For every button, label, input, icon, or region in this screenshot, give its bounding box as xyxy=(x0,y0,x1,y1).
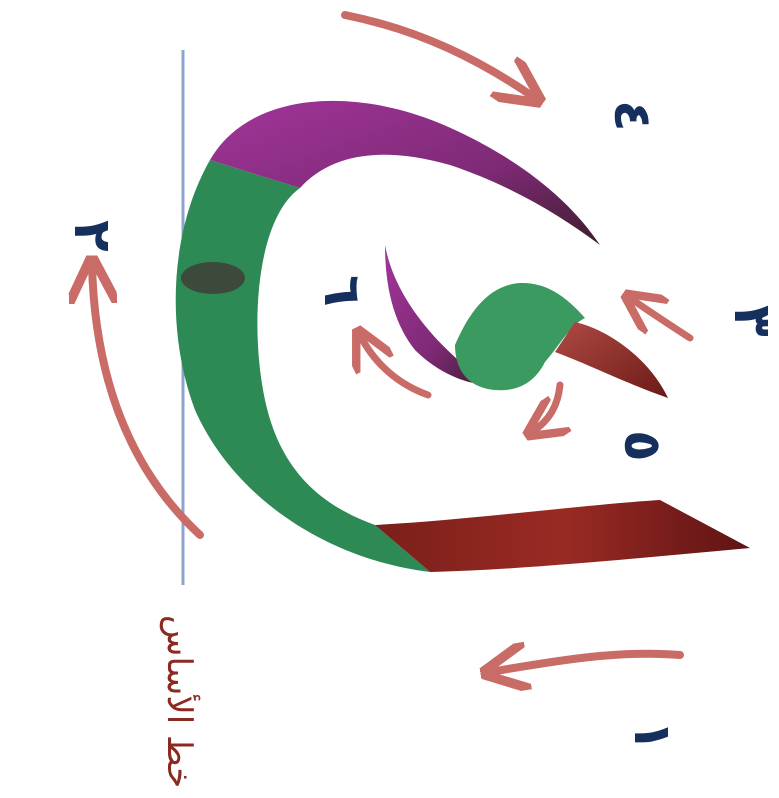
hook-tip-stroke-red xyxy=(555,322,668,398)
stroke-number-4: ٤ xyxy=(602,100,662,132)
stroke-number-1: ١ xyxy=(622,720,682,752)
stroke-number-3: ٣ xyxy=(722,305,779,337)
stroke-number-6: ٦ xyxy=(312,275,372,307)
bottom-stroke-dark-red xyxy=(375,500,750,572)
stroke-number-5: ٥ xyxy=(612,430,672,462)
arrow-3 xyxy=(630,298,690,338)
stroke-number-2: ٢ xyxy=(62,220,122,252)
baseline-label: خط الأساس xyxy=(159,615,201,788)
arrow-4 xyxy=(345,15,535,98)
arrow-1 xyxy=(490,654,680,672)
bowl-stroke-green xyxy=(176,160,430,572)
arrow-5 xyxy=(532,385,560,432)
ink-blot xyxy=(181,262,245,294)
